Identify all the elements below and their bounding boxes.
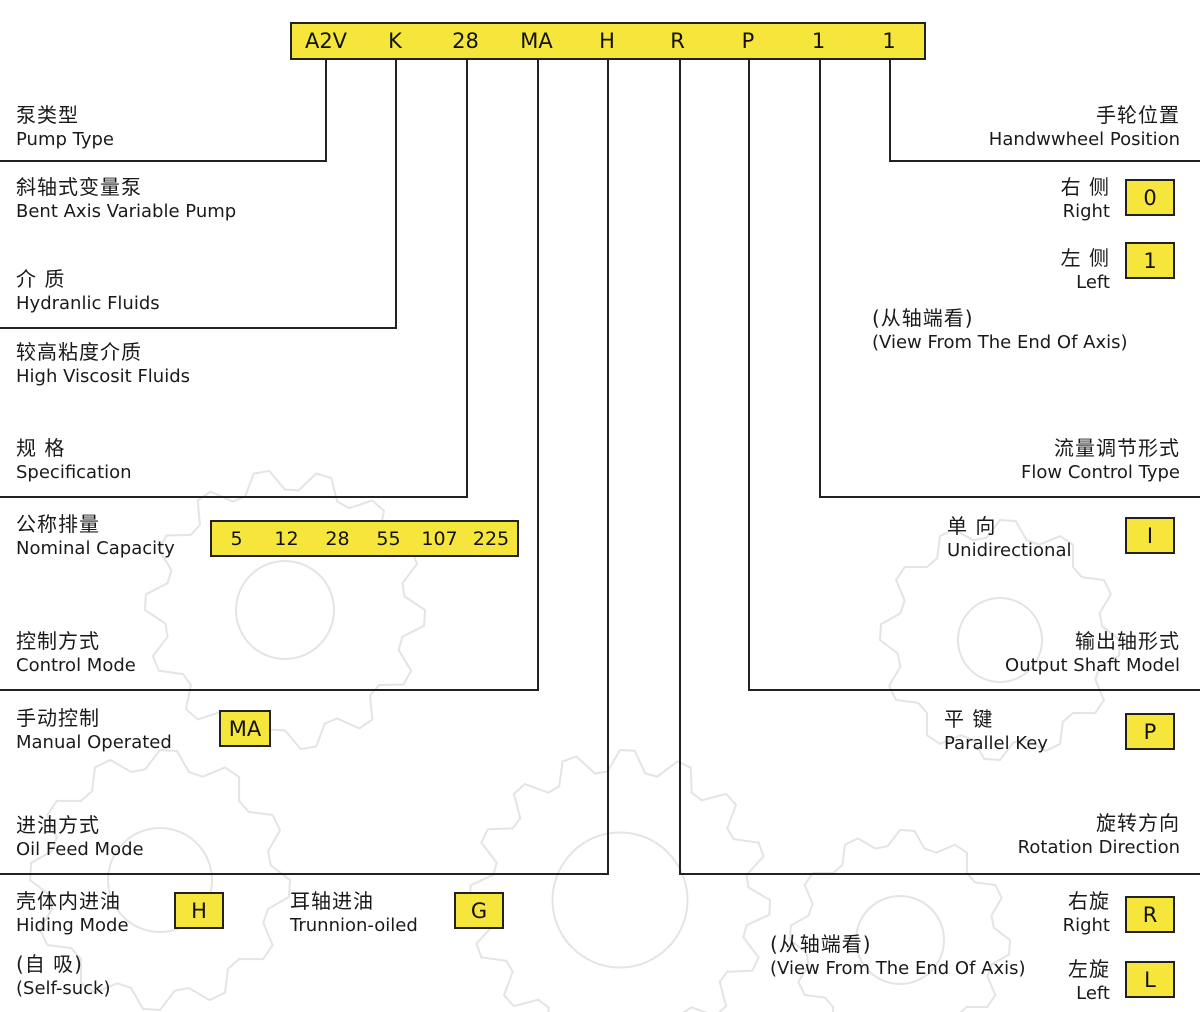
code-output-shaft: P bbox=[713, 22, 785, 60]
hiding-cn: 壳体内进油 bbox=[16, 889, 121, 913]
spec-cn: 规 格 bbox=[16, 436, 66, 460]
gear-hole-icon bbox=[235, 560, 335, 660]
output-shaft-en: Output Shaft Model bbox=[1005, 655, 1180, 676]
left-side-code: 1 bbox=[1125, 242, 1175, 279]
oil-feed-en: Oil Feed Mode bbox=[16, 839, 144, 860]
rot-right-code: R bbox=[1125, 896, 1175, 933]
handwheel-en: Handwwheel Position bbox=[988, 129, 1180, 150]
trunnion-cn: 耳轴进油 bbox=[290, 889, 374, 913]
medium-cn: 介 质 bbox=[16, 267, 66, 291]
rot-left-cn: 左旋 bbox=[1068, 957, 1110, 981]
pump-type-cn: 泵类型 bbox=[16, 103, 79, 127]
trunnion-en: Trunnion-oiled bbox=[290, 915, 418, 936]
view-note-1-cn: (从轴端看) bbox=[872, 306, 974, 330]
flow-control-en: Flow Control Type bbox=[1021, 462, 1180, 483]
unidirectional-cn: 单 向 bbox=[947, 514, 997, 538]
view-note-2-cn: (从轴端看) bbox=[770, 932, 872, 956]
rot-left-en: Left bbox=[1076, 983, 1110, 1004]
rotation-cn: 旋转方向 bbox=[1096, 811, 1180, 835]
self-suck-en: (Self-suck) bbox=[16, 978, 111, 999]
code-oil-feed: H bbox=[572, 22, 644, 60]
hiding-en: Hiding Mode bbox=[16, 915, 129, 936]
code-flow-control: 1 bbox=[783, 22, 856, 60]
left-side-en: Left bbox=[1076, 272, 1110, 293]
oil-feed-cn: 进油方式 bbox=[16, 813, 100, 837]
capacity-55: 55 bbox=[363, 520, 416, 557]
gear-icon bbox=[468, 748, 772, 1012]
code-handwheel: 1 bbox=[854, 22, 926, 60]
capacity-12: 12 bbox=[261, 520, 314, 557]
hiding-code: H bbox=[174, 892, 224, 929]
gear-hole-icon bbox=[855, 895, 945, 985]
pump-type-en: Pump Type bbox=[16, 129, 114, 150]
trunnion-code: G bbox=[454, 892, 504, 929]
high-viscosity-en: High Viscosit Fluids bbox=[16, 366, 191, 387]
capacity-28: 28 bbox=[312, 520, 365, 557]
self-suck-cn: (自 吸) bbox=[16, 952, 83, 976]
right-side-code: 0 bbox=[1125, 179, 1175, 216]
rot-right-en: Right bbox=[1062, 915, 1110, 936]
capacity-107: 107 bbox=[414, 520, 467, 557]
control-mode-cn: 控制方式 bbox=[16, 629, 100, 653]
rotation-en: Rotation Direction bbox=[1017, 837, 1180, 858]
high-viscosity-cn: 较高粘度介质 bbox=[16, 340, 142, 364]
spec-en: Specification bbox=[16, 462, 132, 483]
left-side-cn: 左 侧 bbox=[1060, 246, 1110, 270]
view-note-1-en: (View From The End Of Axis) bbox=[872, 332, 1128, 353]
gear-hole-icon bbox=[551, 831, 689, 969]
parallel-key-code: P bbox=[1125, 713, 1175, 750]
right-side-en: Right bbox=[1062, 201, 1110, 222]
capacity-5: 5 bbox=[210, 520, 263, 557]
rot-left-code: L bbox=[1125, 961, 1175, 998]
right-side-cn: 右 侧 bbox=[1060, 175, 1110, 199]
output-shaft-cn: 输出轴形式 bbox=[1075, 629, 1180, 653]
gear-icon bbox=[143, 469, 427, 751]
manual-code: MA bbox=[219, 710, 271, 747]
medium-en: Hydranlic Fluids bbox=[16, 293, 160, 314]
nominal-capacity-en: Nominal Capacity bbox=[16, 538, 175, 559]
unidirectional-code: I bbox=[1125, 517, 1175, 554]
parallel-key-en: Parallel Key bbox=[944, 733, 1048, 754]
manual-cn: 手动控制 bbox=[16, 706, 100, 730]
manual-en: Manual Operated bbox=[16, 732, 172, 753]
code-spec: 28 bbox=[430, 22, 503, 60]
nominal-capacity-cn: 公称排量 bbox=[16, 512, 100, 536]
capacity-225: 225 bbox=[465, 520, 519, 557]
bent-axis-en: Bent Axis Variable Pump bbox=[16, 201, 237, 222]
flow-control-cn: 流量调节形式 bbox=[1054, 436, 1180, 460]
code-pump-type: A2V bbox=[290, 22, 362, 60]
control-mode-en: Control Mode bbox=[16, 655, 136, 676]
handwheel-cn: 手轮位置 bbox=[1096, 103, 1180, 127]
code-control: MA bbox=[501, 22, 574, 60]
view-note-2-en: (View From The End Of Axis) bbox=[770, 958, 1026, 979]
parallel-key-cn: 平 键 bbox=[944, 707, 994, 731]
bent-axis-cn: 斜轴式变量泵 bbox=[16, 175, 142, 199]
rot-right-cn: 右旋 bbox=[1068, 889, 1110, 913]
unidirectional-en: Unidirectional bbox=[947, 540, 1072, 561]
code-medium: K bbox=[360, 22, 432, 60]
code-rotation: R bbox=[642, 22, 715, 60]
